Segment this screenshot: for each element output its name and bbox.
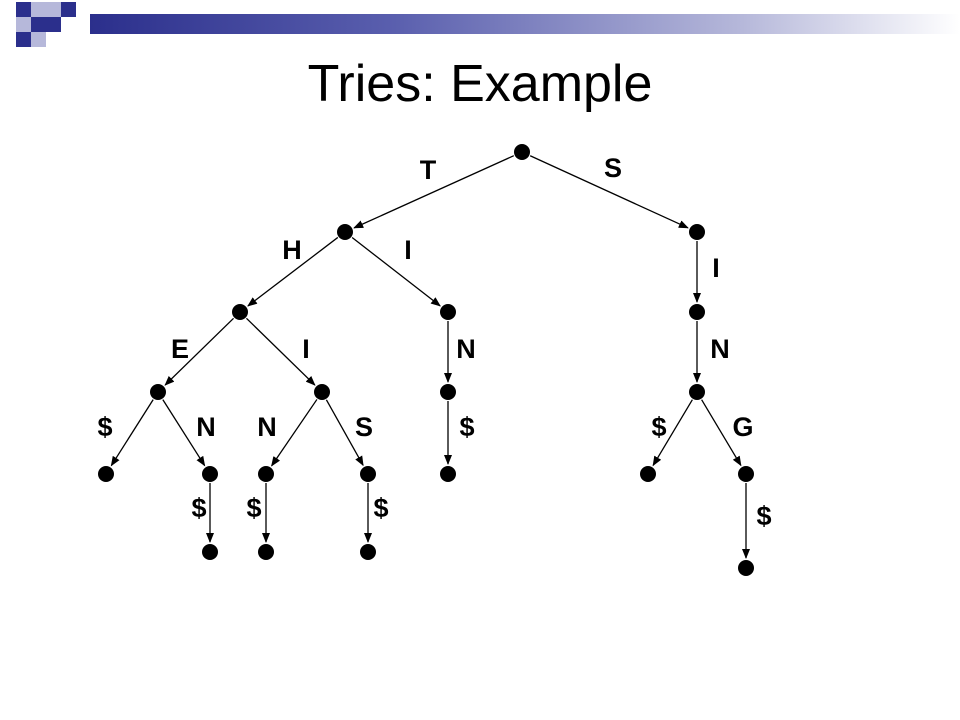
edge-label: N bbox=[196, 412, 216, 442]
edge-label: I bbox=[404, 235, 412, 265]
trie-edge-t-th bbox=[247, 236, 339, 307]
trie-node-sing bbox=[738, 466, 754, 482]
deco-square bbox=[46, 17, 61, 32]
nodes-layer bbox=[98, 144, 754, 576]
edge-label: $ bbox=[756, 501, 771, 531]
edge-label: I bbox=[712, 253, 720, 283]
edge-label: S bbox=[355, 412, 373, 442]
trie-node-the-end bbox=[98, 466, 114, 482]
edge-label: N bbox=[456, 334, 476, 364]
edge-label: E bbox=[171, 334, 189, 364]
trie-edge-thi-thin bbox=[271, 399, 318, 467]
edge-label: $ bbox=[97, 412, 112, 442]
edge-label: N bbox=[710, 334, 730, 364]
trie-node-s bbox=[689, 224, 705, 240]
trie-node-thi bbox=[314, 384, 330, 400]
edges-layer bbox=[110, 155, 750, 559]
header-decoration bbox=[0, 0, 960, 47]
trie-edge-sin-sing bbox=[701, 399, 742, 467]
trie-edge-thi-this bbox=[325, 399, 364, 467]
edge-label: $ bbox=[651, 412, 666, 442]
trie-node-this bbox=[360, 466, 376, 482]
trie-edge-sin-sin-end bbox=[652, 399, 693, 467]
deco-square bbox=[16, 2, 31, 17]
trie-node-this-end bbox=[360, 544, 376, 560]
deco-square bbox=[16, 32, 31, 47]
trie-node-sing-end bbox=[738, 560, 754, 576]
trie-node-then-end bbox=[202, 544, 218, 560]
deco-square bbox=[31, 2, 46, 17]
edge-label: H bbox=[282, 235, 302, 265]
edge-label: I bbox=[302, 334, 310, 364]
edge-label: $ bbox=[373, 493, 388, 523]
trie-node-ti bbox=[440, 304, 456, 320]
trie-edge-root-s bbox=[529, 155, 689, 229]
edge-label: G bbox=[732, 412, 753, 442]
trie-edge-root-t bbox=[353, 155, 515, 229]
deco-square bbox=[46, 2, 61, 17]
trie-edge-the-then bbox=[162, 399, 206, 467]
trie-edge-th-the bbox=[164, 317, 235, 386]
trie-node-then bbox=[202, 466, 218, 482]
labels-layer: T S H I I E I N N $ N N S $ $ G $ $ $ $ bbox=[97, 153, 771, 531]
edge-label: N bbox=[257, 412, 277, 442]
trie-node-si bbox=[689, 304, 705, 320]
edge-label: $ bbox=[459, 412, 474, 442]
edge-label: $ bbox=[191, 493, 206, 523]
trie-node-th bbox=[232, 304, 248, 320]
deco-square bbox=[31, 32, 46, 47]
deco-square bbox=[61, 2, 76, 17]
trie-node-root bbox=[514, 144, 530, 160]
trie-node-tin bbox=[440, 384, 456, 400]
edge-label: S bbox=[604, 153, 622, 183]
title-gradient-bar bbox=[90, 14, 960, 34]
trie-edge-the-the-end bbox=[110, 399, 154, 467]
edge-label: T bbox=[420, 155, 437, 185]
trie-node-t bbox=[337, 224, 353, 240]
trie-node-the bbox=[150, 384, 166, 400]
trie-node-thin-end bbox=[258, 544, 274, 560]
deco-square bbox=[31, 17, 46, 32]
trie-edge-t-ti bbox=[351, 237, 441, 307]
trie-node-thin bbox=[258, 466, 274, 482]
trie-node-sin bbox=[689, 384, 705, 400]
trie-node-tin-end bbox=[440, 466, 456, 482]
slide-title: Tries: Example bbox=[307, 55, 653, 113]
deco-square bbox=[16, 17, 31, 32]
edge-label: $ bbox=[246, 493, 261, 523]
trie-edge-th-thi bbox=[245, 317, 316, 386]
trie-node-sin-end bbox=[640, 466, 656, 482]
